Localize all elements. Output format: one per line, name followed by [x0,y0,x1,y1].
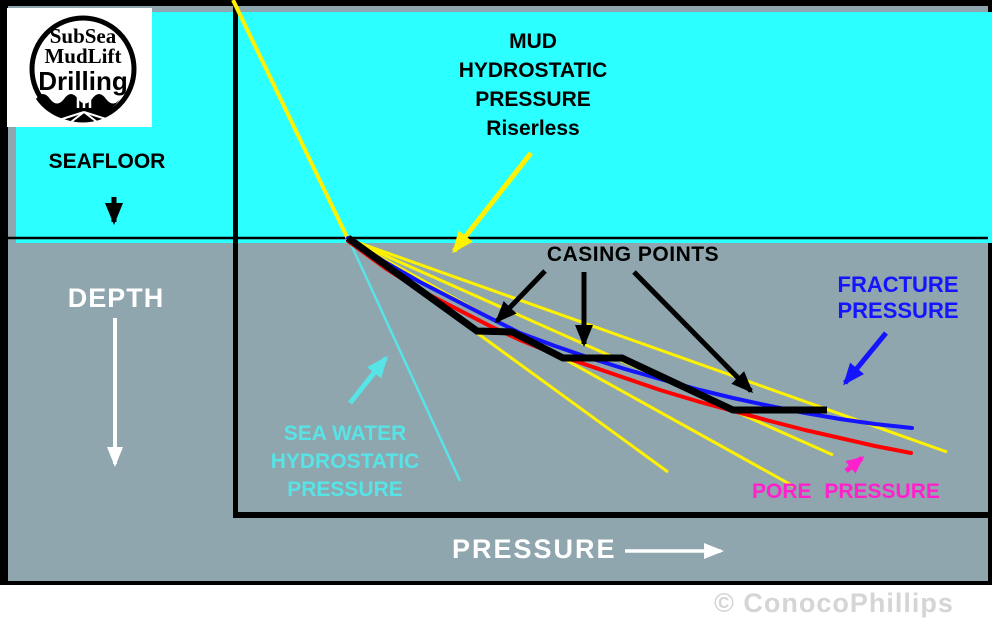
mud-hydrostatic-label: MUD HYDROSTATIC PRESSURE Riserless [423,27,643,143]
mud-label-line3: PRESSURE [475,88,591,111]
seafloor-label: SEAFLOOR [48,150,166,173]
sea-water-label-arrow [348,355,388,405]
logo-ray-2 [70,111,85,123]
fracture-label-line1: FRACTURE [837,272,959,297]
casing-point-arrows [494,269,754,394]
sea-water-hydrostatic-label: SEA WATER HYDROSTATIC PRESSURE [245,420,445,504]
logo-drill-pipe [76,68,92,108]
subsea-mudlift-drilling-logo: SubSea MudLift Drilling [7,8,152,127]
pore-label-arrow [844,456,865,474]
sea-water-label-line1: SEA WATER [283,422,407,445]
sea-water-hydrostatic-line [347,239,462,482]
sea-region [16,12,992,243]
mud-label-line1: MUD [509,30,557,53]
pressure-axis-label: PRESSURE [452,534,617,564]
mud-fan-line-2 [347,237,834,457]
mud-label-line2: HYDROSTATIC [458,59,608,82]
casing-program-line [345,235,827,414]
mud-fan-line-1 [347,237,948,454]
pressure-depth-diagram [0,0,992,585]
logo-text-drilling: Drilling [38,66,128,96]
fracture-label-line2: PRESSURE [837,298,959,323]
casing-arrow-3 [632,270,754,394]
casing-points-label: CASING POINTS [546,243,720,266]
fracture-label-arrow [843,331,888,386]
fracture-pressure-curve [346,236,914,430]
mud-label-line4: Riserless [486,117,580,140]
pore-pressure-label: PORE PRESSURE [752,480,940,503]
logo-ray-4 [83,111,110,121]
logo-graphic: SubSea MudLift Drilling [29,15,137,123]
sea-water-label-line3: PRESSURE [287,478,403,501]
depth-axis-label: DEPTH [67,283,165,313]
logo-ray-1 [58,111,85,121]
logo-text-subsea: SubSea [50,24,117,48]
copyright-text: © ConocoPhillips [714,588,954,618]
logo-seafloor-rays [58,111,110,123]
sea-water-label-line2: HYDROSTATIC [270,450,420,473]
mud-hydrostatic-fan-lines [347,237,948,489]
diagram-lines-layer [8,0,988,559]
pore-pressure-curve [346,239,913,455]
mud-line-riser-segment [231,0,350,240]
mud-label-arrow [452,151,533,254]
casing-arrow-1 [494,269,547,324]
logo-text-mudlift: MudLift [44,44,121,68]
mud-fan-line-3 [347,237,796,489]
fracture-pressure-label: FRACTURE PRESSURE [828,272,968,324]
